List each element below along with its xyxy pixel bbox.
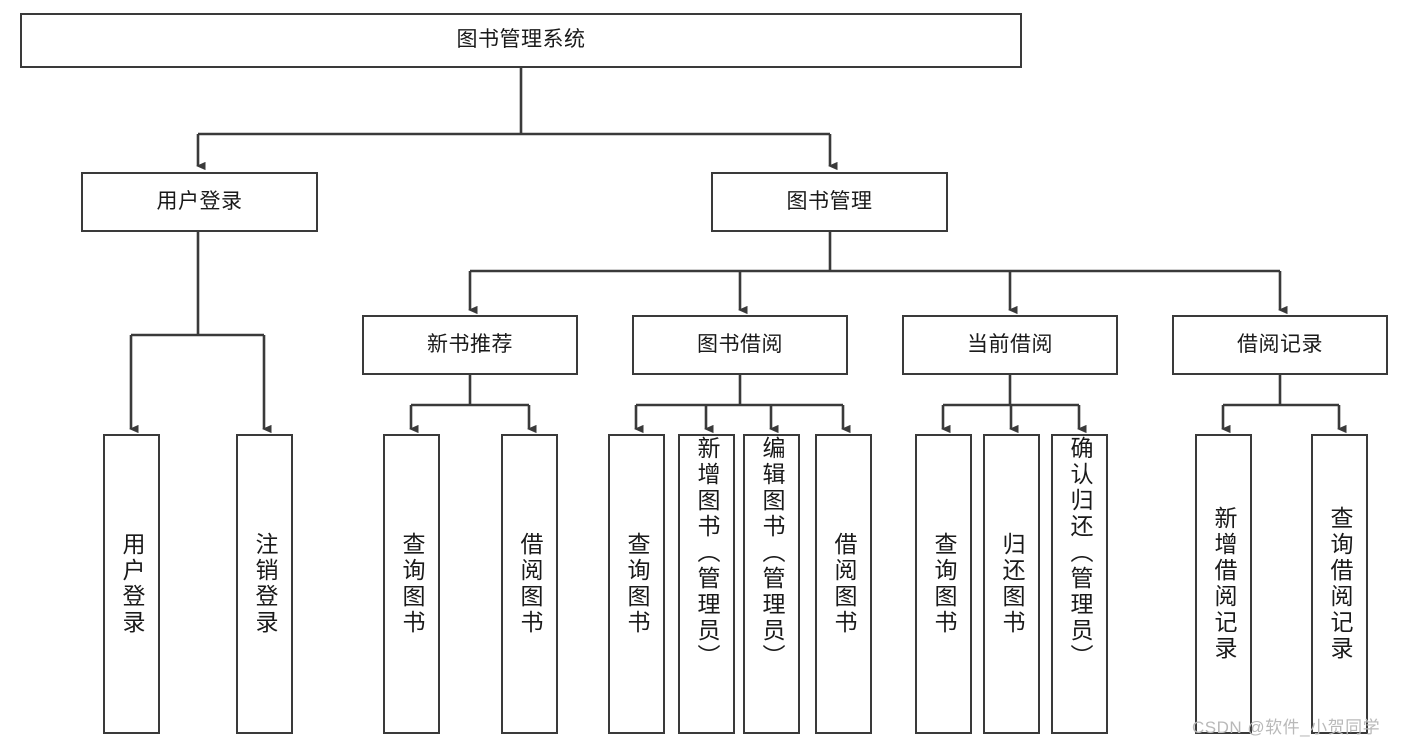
node-label: 注销登录 — [252, 532, 278, 636]
csdn-watermark: CSDN @软件_小贺同学 — [1192, 718, 1381, 737]
leaf-user-login[interactable]: 用户登录 — [103, 434, 160, 734]
node-new-book-recommend[interactable]: 新书推荐 — [362, 315, 578, 375]
leaf-add-book-admin[interactable]: 新增图书（管理员） — [678, 434, 735, 734]
node-label: 图书借阅 — [697, 332, 783, 356]
leaf-query-book-current[interactable]: 查询图书 — [915, 434, 972, 734]
node-label: 借阅图书 — [517, 532, 543, 636]
node-current-borrow[interactable]: 当前借阅 — [902, 315, 1118, 375]
leaf-query-borrow-record[interactable]: 查询借阅记录 — [1311, 434, 1368, 734]
node-label: 用户登录 — [119, 532, 145, 636]
node-label: 查询图书 — [624, 532, 650, 636]
node-label: 查询图书 — [931, 532, 957, 636]
node-label: 确认归还（管理员） — [1067, 436, 1093, 670]
node-label: 查询借阅记录 — [1327, 506, 1353, 662]
leaf-logout-login[interactable]: 注销登录 — [236, 434, 293, 734]
leaf-query-book-borrow[interactable]: 查询图书 — [608, 434, 665, 734]
node-label: 新增借阅记录 — [1211, 506, 1237, 662]
node-label: 借阅图书 — [831, 532, 857, 636]
node-book-borrow[interactable]: 图书借阅 — [632, 315, 848, 375]
leaf-query-book-newbook[interactable]: 查询图书 — [383, 434, 440, 734]
node-label: 归还图书 — [999, 532, 1025, 636]
node-label: 新增图书（管理员） — [694, 436, 720, 670]
node-label: 借阅记录 — [1237, 332, 1323, 356]
node-label: 图书管理 — [786, 189, 873, 213]
leaf-borrow-book-newbook[interactable]: 借阅图书 — [501, 434, 558, 734]
node-user-login[interactable]: 用户登录 — [81, 172, 318, 232]
node-label: 新书推荐 — [427, 332, 513, 356]
node-label: 图书管理系统 — [456, 28, 586, 52]
leaf-add-borrow-record[interactable]: 新增借阅记录 — [1195, 434, 1252, 734]
node-label: 当前借阅 — [967, 332, 1053, 356]
node-label: 查询图书 — [399, 532, 425, 636]
leaf-borrow-book[interactable]: 借阅图书 — [815, 434, 872, 734]
node-label: 用户登录 — [156, 189, 243, 213]
leaf-return-book[interactable]: 归还图书 — [983, 434, 1040, 734]
connector-lines — [129, 68, 1347, 434]
node-book-management[interactable]: 图书管理 — [711, 172, 948, 232]
node-label: 编辑图书（管理员） — [759, 436, 785, 670]
node-borrow-record[interactable]: 借阅记录 — [1172, 315, 1388, 375]
node-root-system[interactable]: 图书管理系统 — [20, 13, 1022, 68]
leaf-edit-book-admin[interactable]: 编辑图书（管理员） — [743, 434, 800, 734]
leaf-confirm-return-admin[interactable]: 确认归还（管理员） — [1051, 434, 1108, 734]
